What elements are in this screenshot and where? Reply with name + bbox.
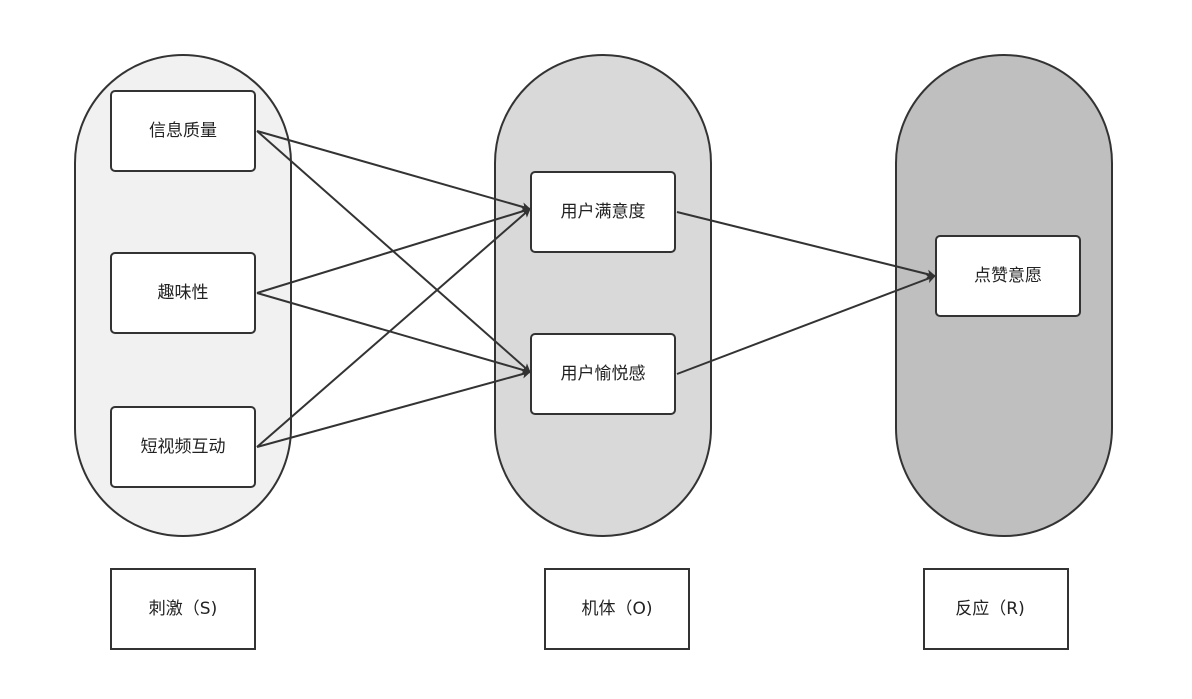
organism-label: 机体（O) bbox=[581, 599, 652, 619]
edge-arrow bbox=[256, 130, 531, 212]
node-info-quality: 信息质量 bbox=[110, 90, 256, 172]
node-label: 用户愉悦感 bbox=[561, 364, 646, 384]
node-interest: 趣味性 bbox=[110, 252, 256, 334]
edge-arrow bbox=[256, 369, 531, 448]
stimulus-label-box: 刺激（S) bbox=[110, 568, 256, 650]
stimulus-label: 刺激（S) bbox=[149, 599, 217, 619]
node-video-interaction: 短视频互动 bbox=[110, 406, 256, 488]
node-label: 点赞意愿 bbox=[974, 266, 1042, 286]
node-label: 信息质量 bbox=[149, 121, 217, 141]
edges bbox=[256, 130, 936, 448]
node-pleasure: 用户愉悦感 bbox=[530, 333, 676, 415]
node-label: 短视频互动 bbox=[141, 437, 226, 457]
response-label: 反应（R) bbox=[955, 599, 1024, 619]
response-label-box: 反应（R) bbox=[923, 568, 1069, 650]
node-satisfaction: 用户满意度 bbox=[530, 171, 676, 253]
edge-arrow bbox=[256, 208, 531, 448]
edge-arrow bbox=[676, 274, 936, 375]
edge-arrow bbox=[676, 211, 936, 279]
node-like-intention: 点赞意愿 bbox=[935, 235, 1081, 317]
edge-arrow bbox=[256, 207, 531, 294]
node-label: 趣味性 bbox=[158, 283, 209, 303]
node-label: 用户满意度 bbox=[561, 202, 646, 222]
organism-group bbox=[494, 54, 712, 537]
organism-label-box: 机体（O) bbox=[544, 568, 690, 650]
edge-arrow bbox=[256, 292, 531, 375]
